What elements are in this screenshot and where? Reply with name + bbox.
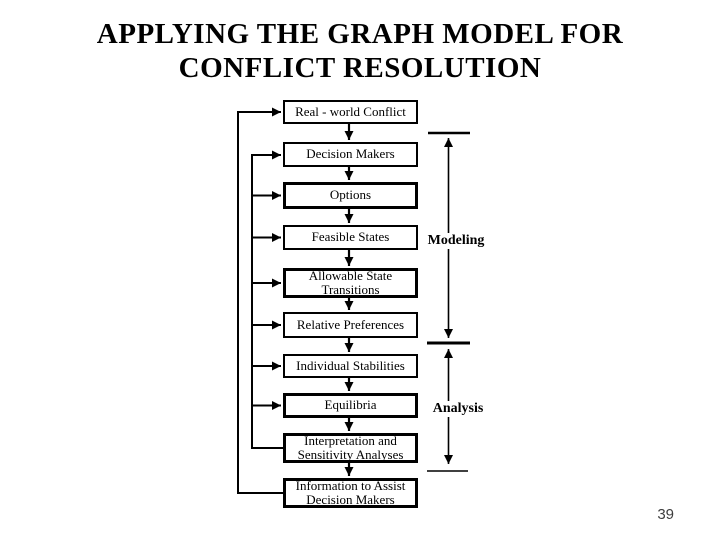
flow-box-information-to-assist-decision-makers: Information to Assist Decision Makers — [283, 478, 418, 508]
inner-feedback-loop — [251, 150, 283, 449]
flow-box-interpretation-sensitivity-analyses: Interpretation and Sensitivity Analyses — [283, 433, 418, 463]
inner-feedback-branches — [252, 191, 281, 410]
flow-box-options: Options — [283, 182, 418, 209]
flow-box-feasible-states: Feasible States — [283, 225, 418, 250]
flow-box-decision-makers: Decision Makers — [283, 142, 418, 167]
flow-box-allowable-state-transitions: Allowable State Transitions — [283, 268, 418, 298]
page-number: 39 — [657, 506, 674, 523]
slide-title: APPLYING THE GRAPH MODEL FOR CONFLICT RE… — [0, 17, 720, 85]
flow-box-equilibria: Equilibria — [283, 393, 418, 418]
slide-title-line1: APPLYING THE GRAPH MODEL FOR — [96, 18, 624, 50]
phase-label-analysis: Analysis — [428, 401, 488, 417]
phase-brackets — [427, 131, 470, 472]
phase-label-modeling: Modeling — [424, 233, 488, 249]
slide-title-line2: CONFLICT RESOLUTION — [178, 52, 542, 84]
flow-box-individual-stabilities: Individual Stabilities — [283, 354, 418, 378]
flow-box-real-world-conflict: Real - world Conflict — [283, 100, 418, 124]
flow-box-relative-preferences: Relative Preferences — [283, 312, 418, 338]
outer-feedback-loop — [237, 107, 283, 494]
